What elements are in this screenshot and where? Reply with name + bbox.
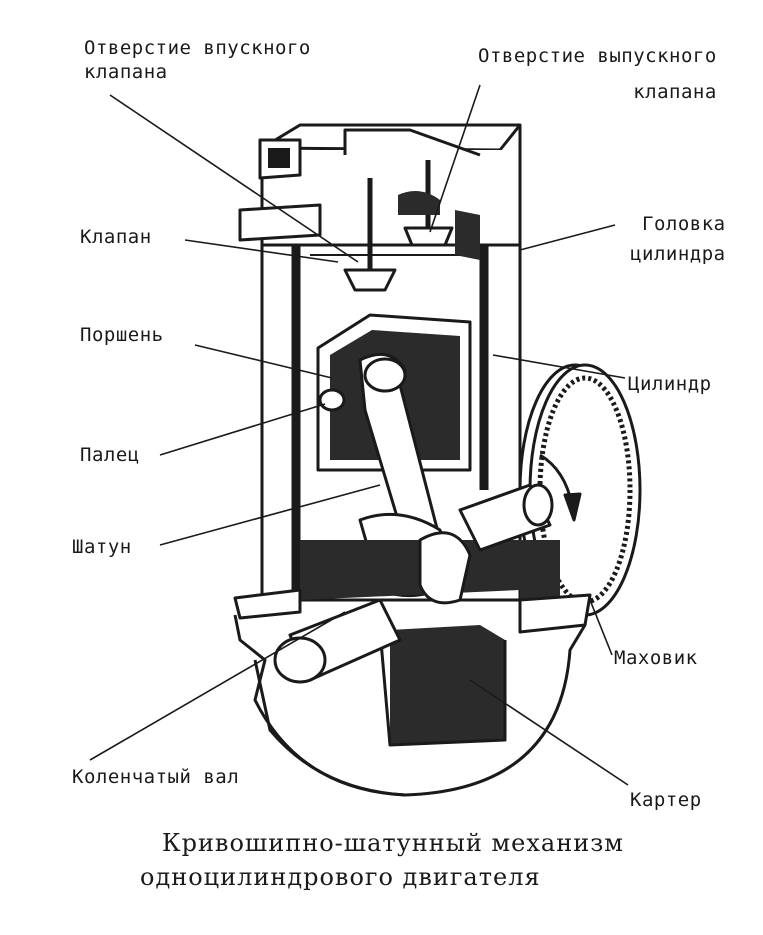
label-cylinder-head: Головка цилиндра: [622, 212, 726, 266]
figure-caption: Кривошипно-шатунный механизм одноцилиндр…: [140, 826, 624, 894]
label-flywheel-text: Маховик: [614, 647, 698, 669]
label-intake-port-line2: клапана: [84, 61, 168, 83]
label-pin-text: Палец: [80, 444, 140, 466]
caption-line2: одноцилиндрового двигателя: [140, 863, 541, 891]
label-pin: Палец: [80, 443, 140, 467]
label-intake-port: Отверстие впускного клапана: [84, 36, 311, 84]
label-exhaust-port-line2: клапана: [633, 81, 717, 103]
caption-line1: Кривошипно-шатунный механизм: [162, 829, 624, 857]
label-connecting-rod-text: Шатун: [72, 536, 132, 558]
valves: [343, 160, 480, 292]
label-valve-text: Клапан: [80, 226, 152, 248]
label-cylinder-head-line2: цилиндра: [630, 243, 726, 265]
label-flywheel: Маховик: [614, 646, 698, 670]
label-exhaust-port: Отверстие выпускного клапана: [478, 44, 717, 104]
label-intake-port-line1: Отверстие впускного: [84, 37, 311, 59]
label-valve: Клапан: [80, 225, 152, 249]
leader-lines: [89, 84, 629, 786]
label-crankshaft: Коленчатый вал: [72, 765, 239, 789]
label-piston: Поршень: [80, 323, 164, 347]
label-connecting-rod: Шатун: [72, 535, 132, 559]
label-crankshaft-text: Коленчатый вал: [72, 766, 240, 788]
crankshaft: [273, 483, 554, 684]
label-crankcase-text: Картер: [630, 789, 702, 811]
label-crankcase: Картер: [630, 788, 702, 812]
label-cylinder: Цилиндр: [628, 372, 712, 396]
label-cylinder-text: Цилиндр: [628, 373, 712, 395]
crankcase: [233, 588, 592, 797]
label-piston-text: Поршень: [80, 324, 164, 346]
label-cylinder-head-line1: Головка: [642, 213, 726, 235]
cylinder-wall: [291, 245, 489, 600]
label-exhaust-port-line1: Отверстие выпускного: [478, 45, 717, 67]
